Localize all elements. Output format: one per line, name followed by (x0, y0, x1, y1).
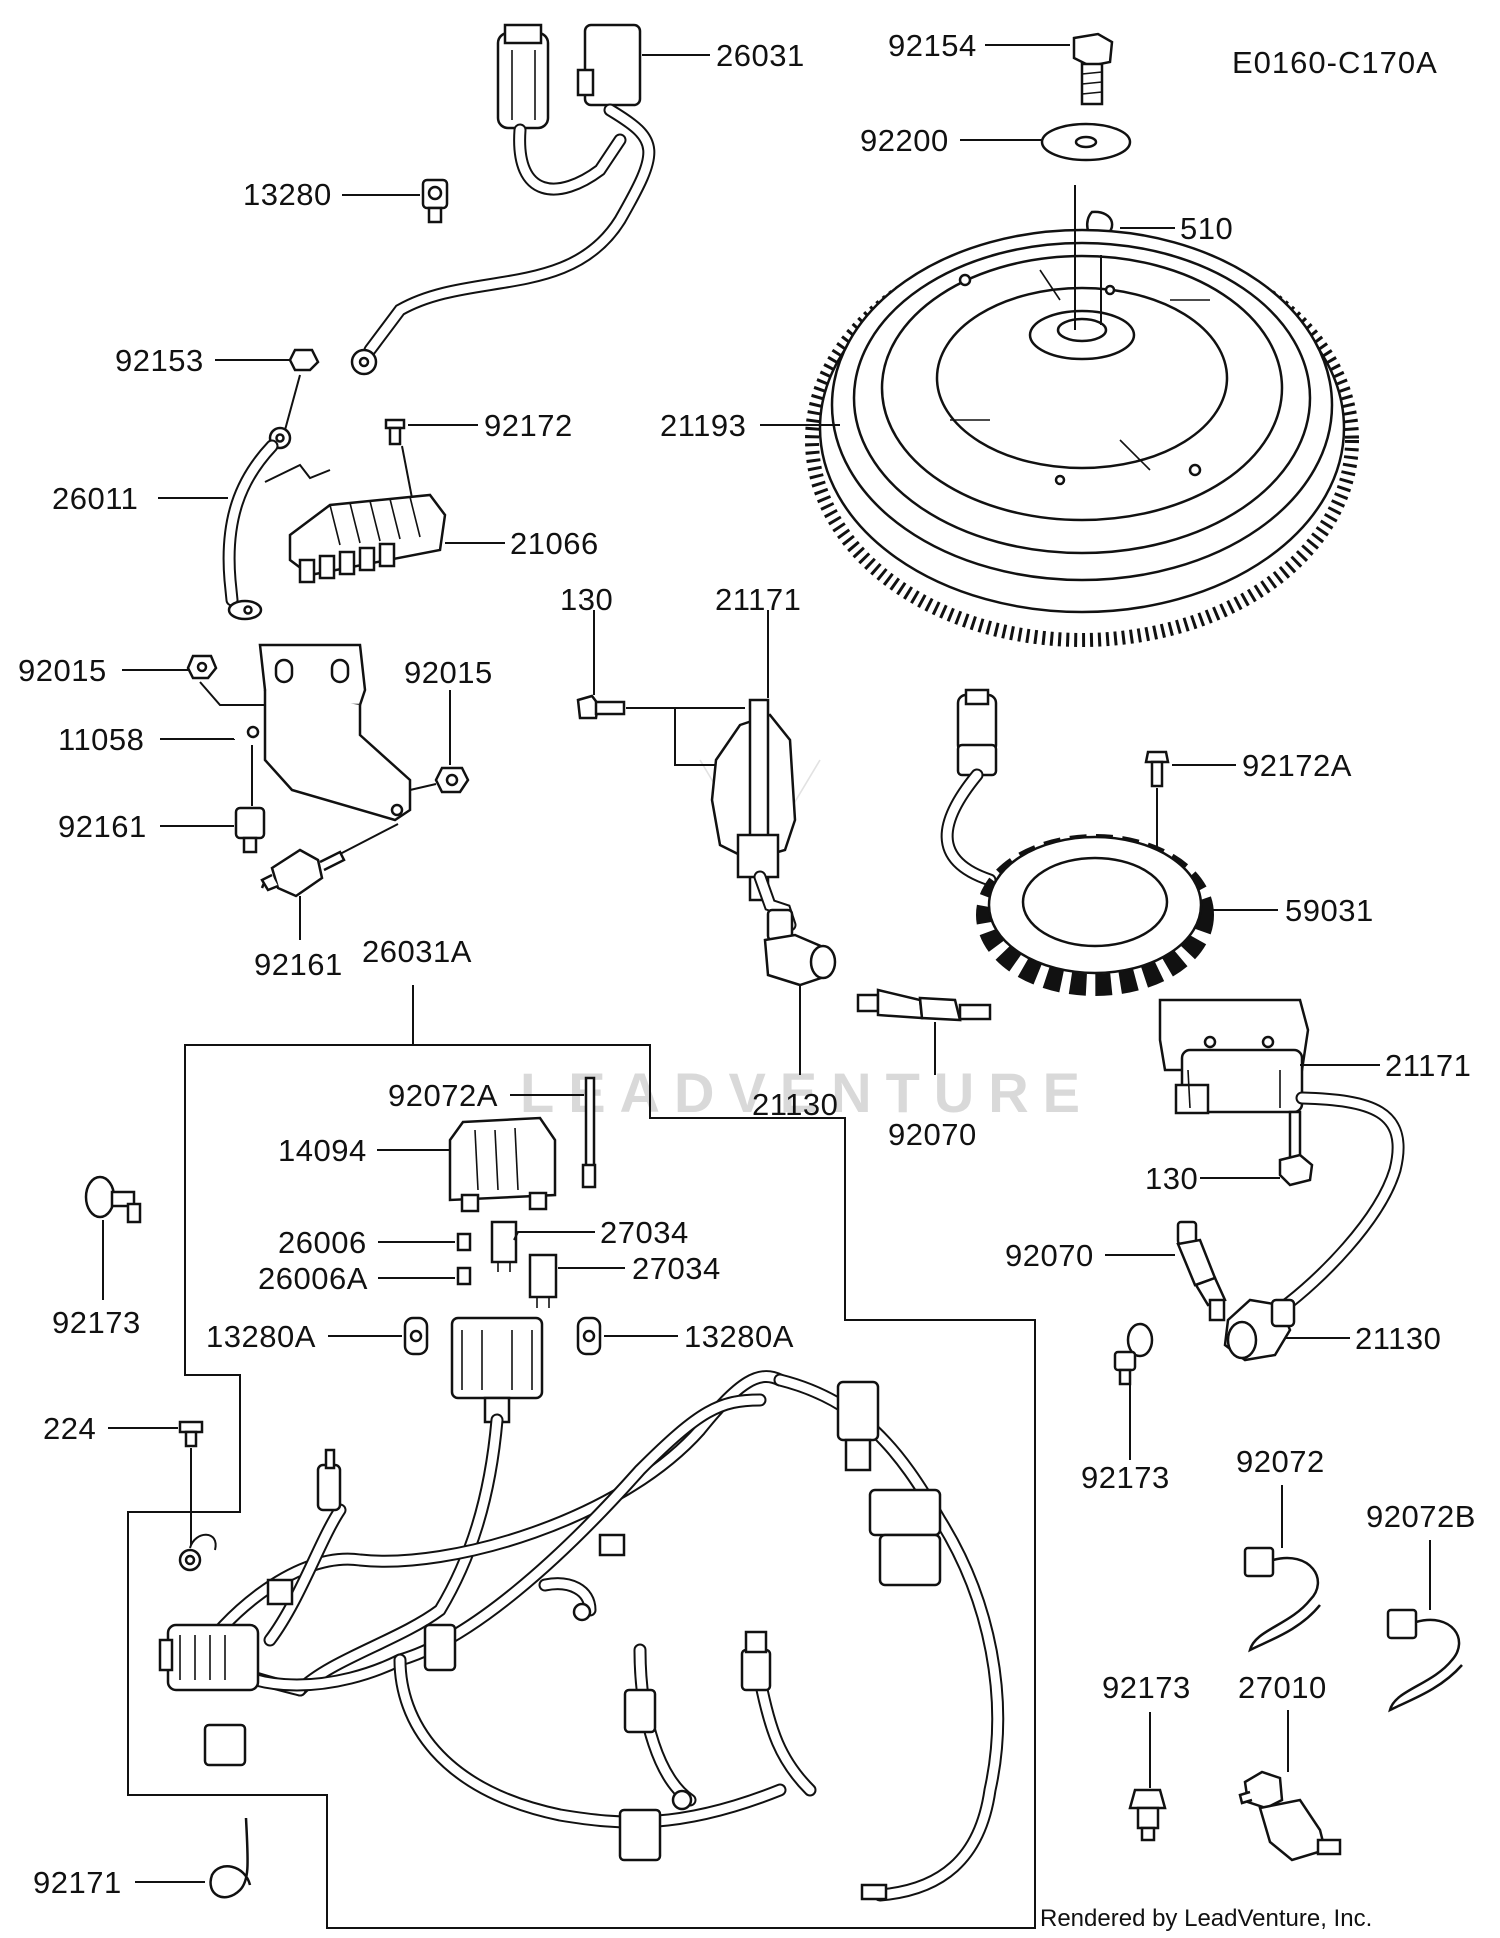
label-92154: 92154 (888, 28, 977, 63)
part-92173-clamp-left[interactable] (84, 1175, 142, 1224)
label-92161-upper: 92161 (58, 809, 147, 844)
label-92173-left: 92173 (52, 1305, 141, 1340)
part-11058-bracket[interactable] (246, 643, 412, 822)
label-59031: 59031 (1285, 893, 1374, 928)
part-13280-fuse-holder[interactable] (421, 178, 449, 224)
part-21066-regulator[interactable] (264, 463, 447, 584)
label-11058: 11058 (58, 722, 144, 757)
part-13280A-fuse-holder-right[interactable] (576, 1316, 602, 1356)
part-13280A-fuse-holder-left[interactable] (403, 1316, 429, 1356)
label-224: 224 (43, 1411, 96, 1446)
label-92173-right: 92173 (1081, 1460, 1170, 1495)
part-26011-ground-lead[interactable] (222, 426, 292, 621)
part-92072A-band[interactable] (581, 1076, 597, 1189)
part-92070-spark-plug-right[interactable] (1176, 1220, 1227, 1322)
label-13280A-right: 13280A (684, 1319, 794, 1354)
label-92172: 92172 (484, 408, 573, 443)
label-26031: 26031 (716, 38, 805, 73)
part-92154-bolt[interactable] (1072, 32, 1114, 106)
label-21193: 21193 (660, 408, 746, 443)
part-130-bolt-right[interactable] (1278, 1110, 1314, 1187)
label-92172A: 92172A (1242, 748, 1352, 783)
part-26006A-fuse[interactable] (456, 1266, 472, 1286)
part-92161-spacer-upper[interactable] (234, 806, 266, 854)
label-13280: 13280 (243, 177, 332, 212)
label-26011: 26011 (52, 481, 138, 516)
part-27034-relay-lower[interactable] (528, 1253, 558, 1308)
part-92072B-band[interactable] (1386, 1608, 1463, 1713)
label-21066: 21066 (510, 526, 599, 561)
label-130-top: 130 (560, 582, 613, 617)
label-92161-lower: 92161 (254, 947, 343, 982)
label-26006: 26006 (278, 1225, 367, 1260)
part-14094-cover[interactable] (448, 1116, 557, 1213)
label-510: 510 (1180, 211, 1233, 246)
label-21171-top: 21171 (715, 582, 801, 617)
label-21130-right: 21130 (1355, 1321, 1441, 1356)
part-92172A-screw[interactable] (1144, 750, 1170, 788)
part-27010-oil-switch[interactable] (1238, 1770, 1342, 1862)
label-21130-left: 21130 (752, 1087, 838, 1122)
part-92173-clamp-right[interactable] (1113, 1322, 1154, 1386)
label-92072A: 92072A (388, 1078, 498, 1113)
part-92171-clip[interactable] (209, 1817, 252, 1899)
label-27034-upper: 27034 (600, 1215, 689, 1250)
part-92015-nut-left[interactable] (186, 654, 218, 680)
part-224-screw[interactable] (178, 1420, 204, 1448)
diagram-code: E0160-C170A (1232, 45, 1438, 80)
part-26006-fuse[interactable] (456, 1232, 472, 1252)
label-13280A-left: 13280A (206, 1319, 316, 1354)
part-21171-ignition-coil-right[interactable] (1158, 998, 1405, 1315)
part-130-bolt-top[interactable] (576, 694, 626, 720)
label-92070-left: 92070 (888, 1117, 977, 1152)
part-26031A-main-harness[interactable] (158, 1316, 1005, 1902)
label-21171-right: 21171 (1385, 1048, 1471, 1083)
label-92072: 92072 (1236, 1444, 1325, 1479)
part-21193-flywheel[interactable] (805, 185, 1359, 647)
label-92153: 92153 (115, 343, 204, 378)
label-92070-right: 92070 (1005, 1238, 1094, 1273)
label-92200: 92200 (860, 123, 949, 158)
label-92173-bottom: 92173 (1102, 1670, 1191, 1705)
part-92070-spark-plug-left[interactable] (856, 988, 992, 1022)
part-92173-clamp-bottom[interactable] (1128, 1788, 1167, 1842)
label-14094: 14094 (278, 1133, 367, 1168)
part-92172-screw[interactable] (384, 418, 406, 446)
label-92171: 92171 (33, 1865, 122, 1900)
label-26031A: 26031A (362, 934, 472, 969)
part-21130-plug-cap-right[interactable] (1223, 1298, 1296, 1362)
part-92015-nut-right[interactable] (434, 766, 470, 794)
label-130-right: 130 (1145, 1161, 1198, 1196)
render-credit: Rendered by LeadVenture, Inc. (1040, 1905, 1372, 1932)
part-92200-washer[interactable] (1040, 122, 1132, 162)
label-92072B: 92072B (1366, 1499, 1476, 1534)
label-26006A: 26006A (258, 1261, 368, 1296)
part-92072-band[interactable] (1243, 1546, 1321, 1653)
label-27034-lower: 27034 (632, 1251, 721, 1286)
part-92161-spacer-lower[interactable] (260, 848, 346, 898)
label-92015-left: 92015 (18, 653, 107, 688)
part-21130-plug-cap-left[interactable] (763, 908, 837, 987)
part-27034-relay-upper[interactable] (490, 1220, 518, 1272)
part-59031-stator[interactable] (940, 688, 1214, 996)
part-21171-ignition-coil-left[interactable] (710, 698, 797, 932)
part-26031-harness[interactable] (350, 23, 656, 376)
label-92015-right: 92015 (404, 655, 493, 690)
label-27010: 27010 (1238, 1670, 1327, 1705)
part-92153-nut[interactable] (288, 348, 320, 372)
